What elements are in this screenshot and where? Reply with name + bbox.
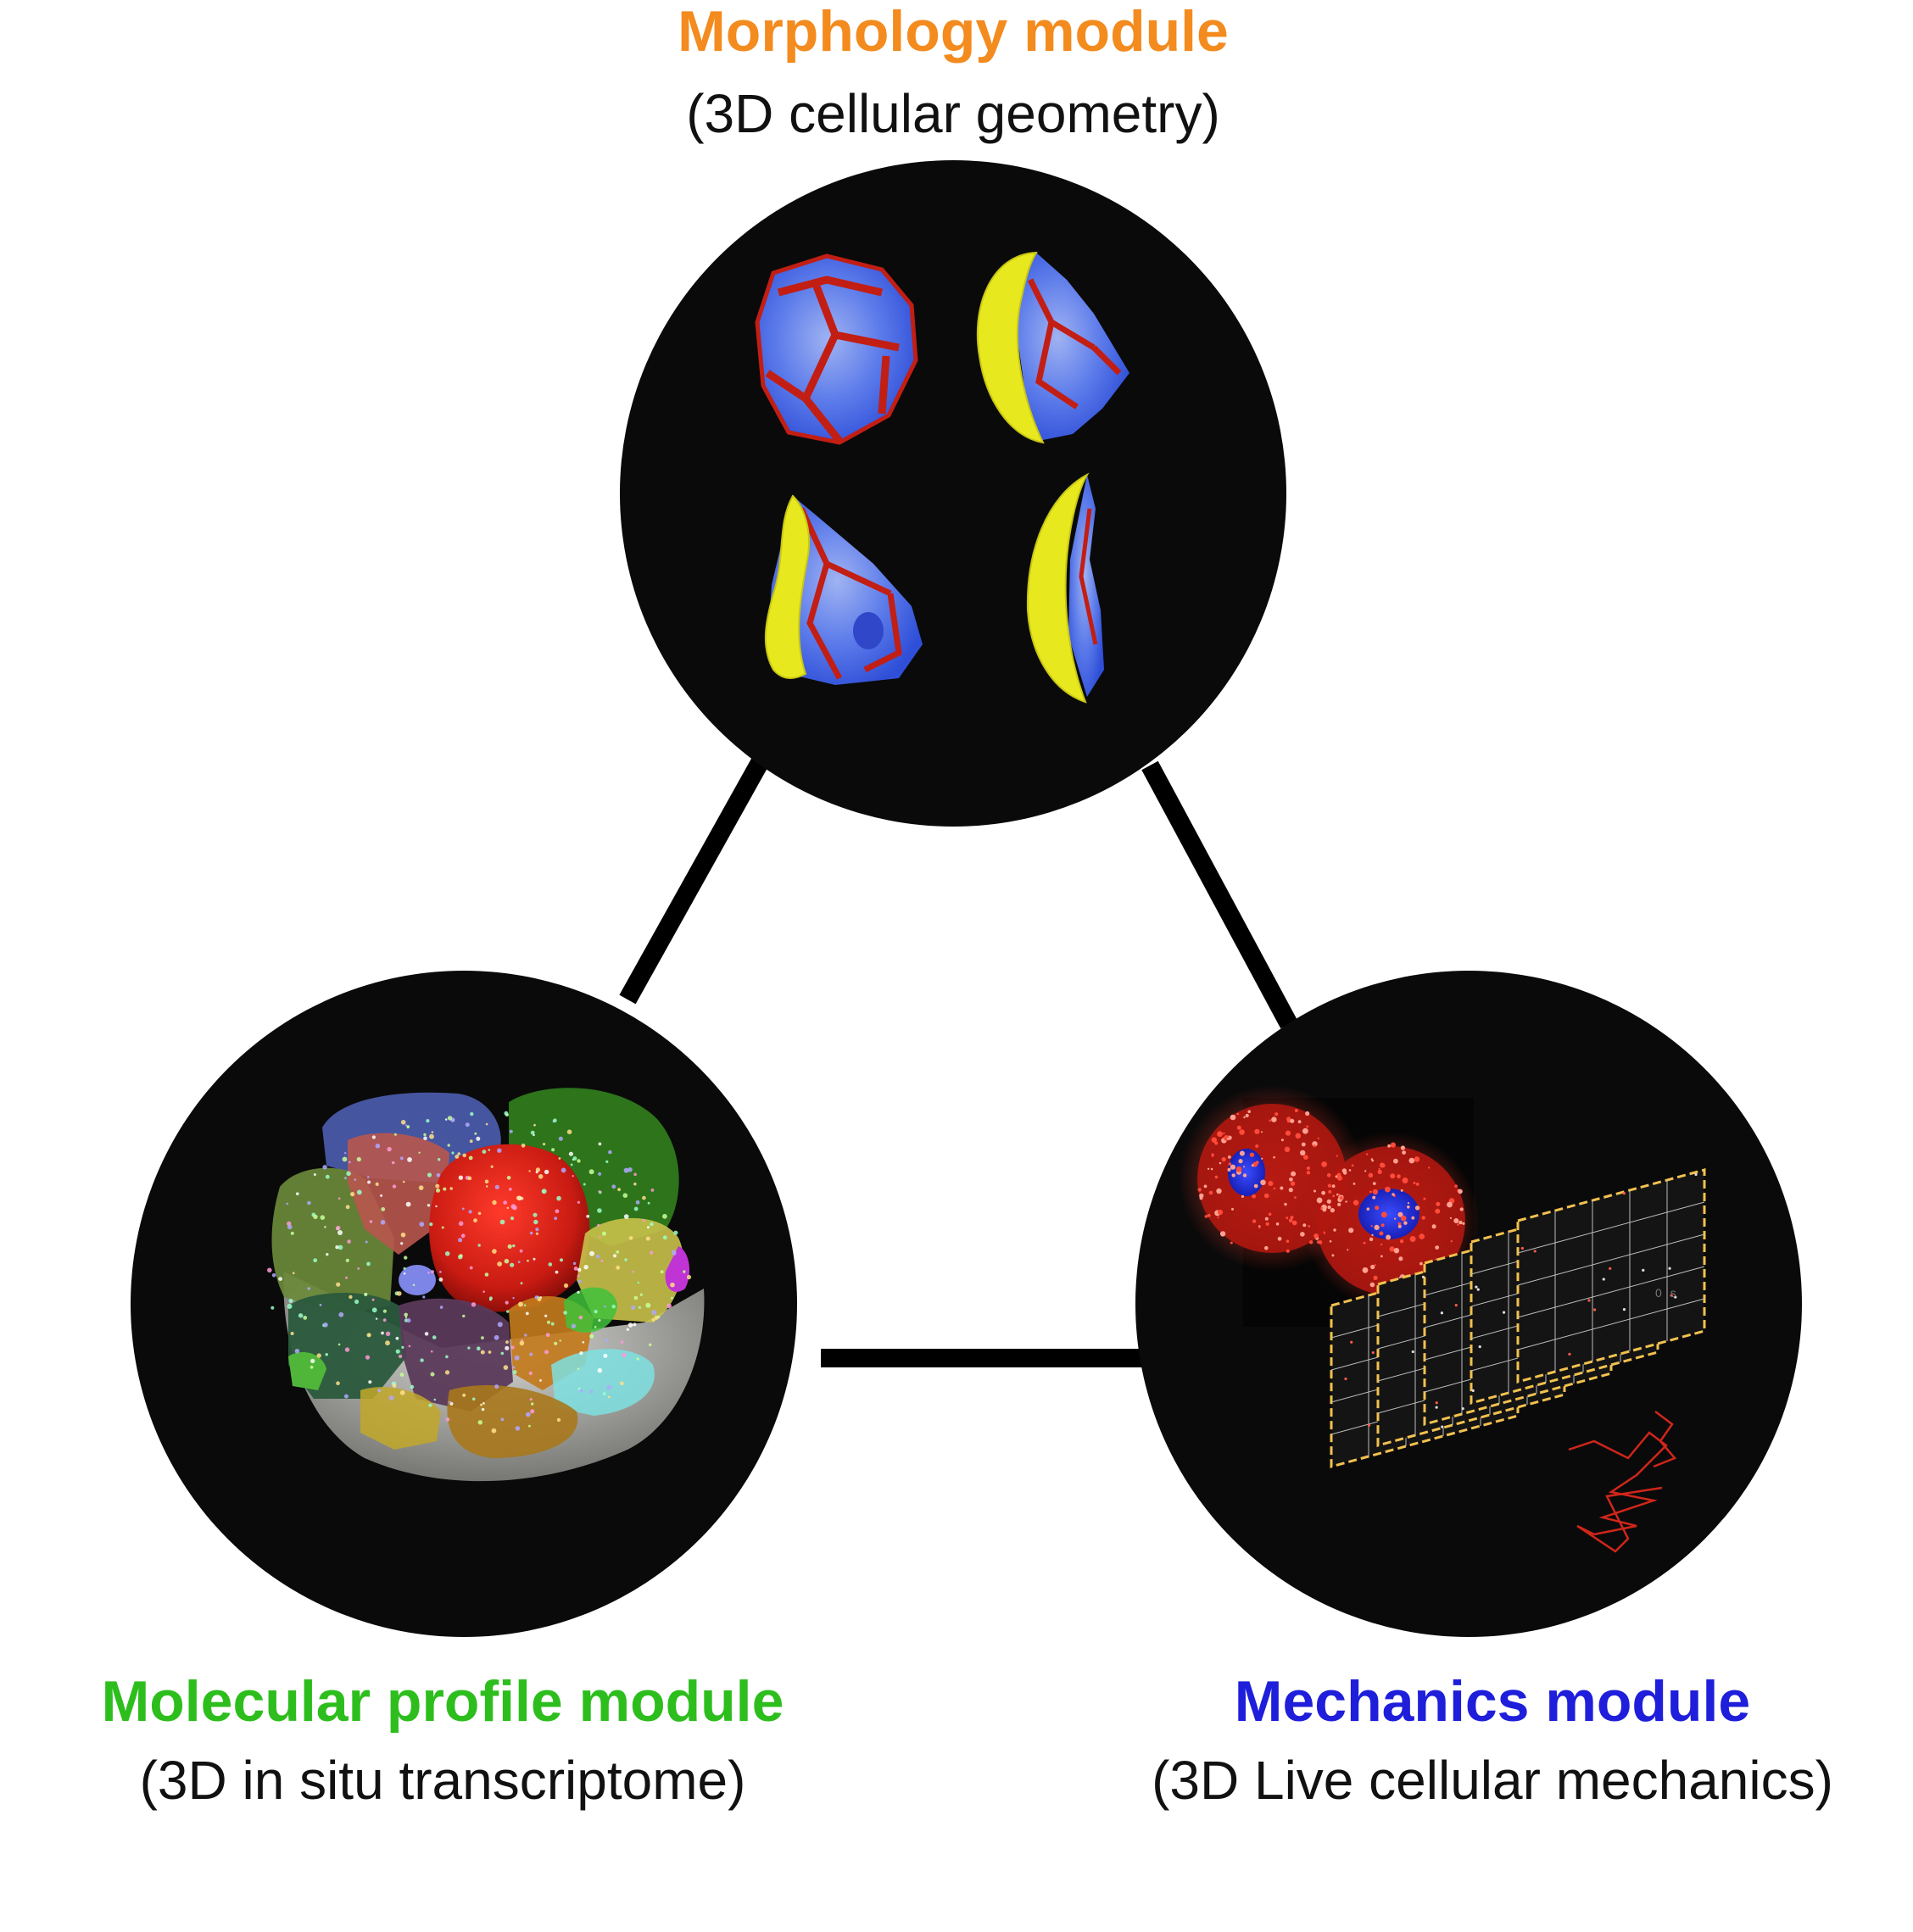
morphology-cell-2	[976, 251, 1129, 444]
morphology-subtitle: (3D cellular geometry)	[686, 83, 1220, 144]
molecular-node	[131, 971, 797, 1637]
morphology-title: Morphology module	[678, 0, 1229, 64]
morphology-node	[620, 160, 1286, 827]
nucleus	[1358, 1189, 1419, 1239]
connector-morphology-mechanics	[1141, 760, 1297, 1029]
mechanics-subtitle: (3D Live cellular mechanics)	[1152, 1750, 1833, 1811]
connector-morphology-molecular	[619, 754, 770, 1005]
grid-panel	[1516, 1168, 1706, 1384]
morphology-circle	[620, 160, 1286, 827]
morphology-cell-3	[764, 494, 923, 685]
mechanics-labels: Mechanics module (3D Live cellular mecha…	[1152, 1669, 1833, 1811]
morphology-cell-4	[1026, 472, 1104, 704]
embryo-render	[271, 1088, 705, 1482]
mechanics-title: Mechanics module	[1235, 1669, 1750, 1734]
molecular-subtitle: (3D in situ transcriptome)	[140, 1750, 746, 1811]
timestamp-label: 0 s	[1655, 1286, 1679, 1300]
molecular-labels: Molecular profile module (3D in situ tra…	[102, 1669, 784, 1811]
mechanics-node: 0 s	[1135, 971, 1802, 1637]
connectors	[619, 754, 1297, 1367]
morphology-labels: Morphology module (3D cellular geometry)	[678, 0, 1229, 144]
time-lapse-stacks	[1330, 1168, 1706, 1468]
transcript-dots	[267, 1111, 692, 1434]
fluorescence-image	[1179, 1085, 1480, 1327]
molecular-title: Molecular profile module	[102, 1669, 784, 1734]
cell-track	[1568, 1431, 1668, 1553]
morphology-cell-1	[755, 253, 918, 445]
